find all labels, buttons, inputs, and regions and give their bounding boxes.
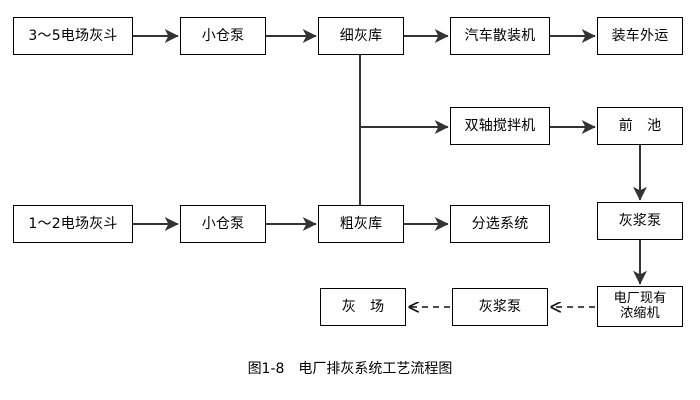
node-pump-top[interactable]: 小仓泵 — [180, 17, 266, 55]
node-hopper12[interactable]: 1～2电场灰斗 — [13, 205, 133, 243]
node-hopper35[interactable]: 3～5电场灰斗 — [13, 17, 133, 55]
node-slurry-pump[interactable]: 灰浆泵 — [597, 202, 683, 240]
node-front-pool[interactable]: 前 池 — [597, 107, 683, 145]
node-pump-bot[interactable]: 小仓泵 — [180, 205, 266, 243]
node-coarse-silo[interactable]: 粗灰库 — [318, 205, 404, 243]
node-fine-silo[interactable]: 细灰库 — [318, 17, 404, 55]
node-sorting-system[interactable]: 分选系统 — [450, 205, 550, 243]
node-thickener[interactable]: 电厂现有 浓缩机 — [597, 286, 683, 327]
node-slurry-pump-2[interactable]: 灰浆泵 — [452, 288, 548, 326]
node-twin-mixer[interactable]: 双轴搅拌机 — [450, 107, 550, 145]
node-truck-out[interactable]: 装车外运 — [597, 17, 683, 55]
figure-caption: 图1-8 电厂排灰系统工艺流程图 — [247, 361, 453, 377]
node-bulk-loader[interactable]: 汽车散装机 — [450, 17, 550, 55]
node-ash-yard[interactable]: 灰 场 — [320, 288, 406, 326]
